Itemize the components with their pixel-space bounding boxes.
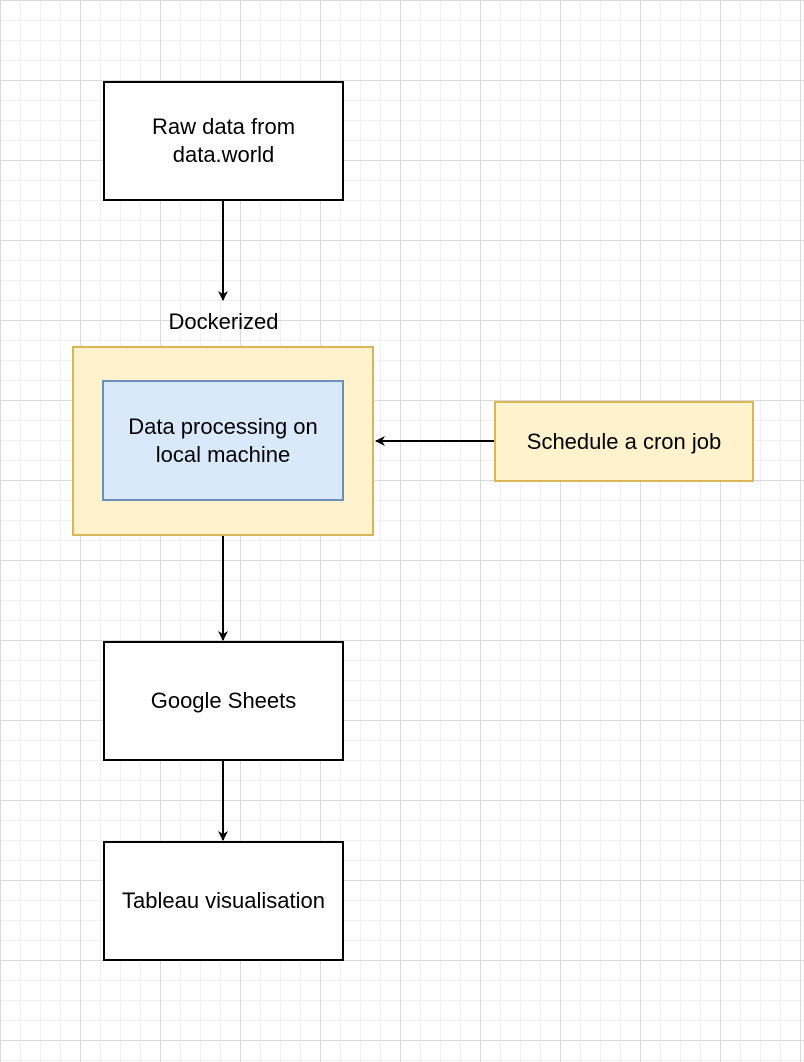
- tableau-label: Tableau visualisation: [121, 888, 326, 913]
- dockerized-label-text: Dockerized: [168, 309, 279, 334]
- raw-data-label: Raw data from data.world: [151, 114, 296, 167]
- cron-label: Schedule a cron job: [526, 428, 722, 454]
- tableau-node[interactable]: Tableau visualisation: [103, 841, 344, 961]
- sheets-node[interactable]: Google Sheets: [103, 641, 344, 761]
- raw-data-node[interactable]: Raw data from data.world: [103, 81, 344, 201]
- processing-label: Data processing on local machine: [128, 413, 318, 467]
- sheets-label: Google Sheets: [150, 688, 297, 713]
- cron-node[interactable]: Schedule a cron job: [494, 401, 754, 482]
- dockerized-label: Dockerized: [103, 308, 344, 336]
- processing-node[interactable]: Data processing on local machine: [102, 380, 344, 501]
